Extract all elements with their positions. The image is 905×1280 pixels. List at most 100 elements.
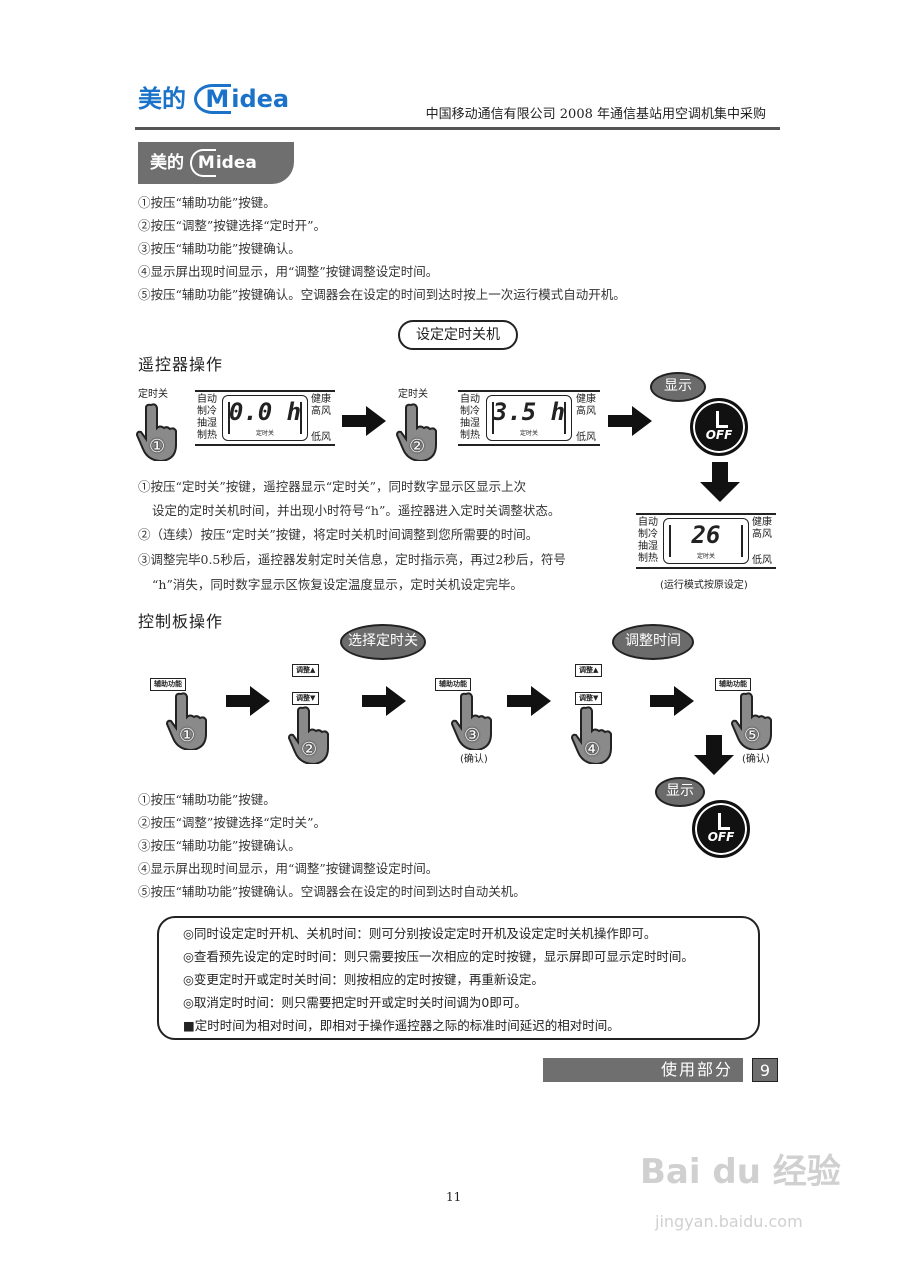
page-number: 11 — [446, 1190, 462, 1204]
fan-label: 健康 — [576, 394, 596, 405]
step-number: ① — [179, 725, 196, 746]
arrow-shape — [226, 686, 270, 716]
arrow-right-icon — [608, 406, 652, 440]
hand-shape — [135, 403, 177, 463]
note-item: ◎取消定时时间：则只需要把定时开或定时关时间调为0即可。 — [183, 995, 527, 1010]
timer-off-icon: OFF — [690, 398, 748, 456]
midea-logo: 美的 Midea — [138, 84, 290, 114]
hand-shape — [730, 692, 772, 752]
step-number: ③ — [464, 725, 481, 746]
note-item: ◎查看预先设定的定时时间：则只需要按压一次相应的定时按键，显示屏即可显示定时时间… — [183, 949, 694, 964]
step-number: ② — [301, 739, 318, 760]
arrow-shape — [608, 406, 652, 436]
mode-label: 抽湿 — [460, 418, 480, 429]
hand-shape — [570, 706, 612, 766]
fan-labels: 健康高风低风 — [311, 394, 333, 444]
mode-label: 自动 — [460, 394, 480, 405]
section-footer: 使用部分 — [543, 1058, 743, 1082]
arrow-shape — [342, 406, 386, 436]
lcd-display: 自动制冷抽湿制热 3.5 h 定时关 健康高风低风 — [458, 390, 600, 446]
step-number: ② — [409, 436, 426, 457]
mode-labels: 自动制冷抽湿制热 — [460, 394, 482, 442]
select-timer-off-bubble: 选择定时关 — [340, 624, 426, 660]
arrow-shape — [362, 686, 406, 716]
lcd-screen: 26 定时关 — [663, 518, 749, 564]
step-number: ④ — [584, 739, 601, 760]
mode-label: 抽湿 — [638, 541, 658, 552]
display-bubble: 显示 — [655, 777, 705, 807]
mode-label: 自动 — [638, 517, 658, 528]
fan-label: 高风 — [576, 406, 596, 417]
panel-step: ②按压“调整”按键选择“定时关”。 — [138, 815, 327, 830]
remote-step: “h”消失，同时数字显示区恢复设定温度显示，定时关机设定完毕。 — [152, 577, 523, 592]
arrow-right-icon — [342, 406, 386, 440]
confirm-label: (确认) — [742, 754, 770, 765]
arrow-down-icon — [694, 735, 734, 779]
arrow-right-icon — [362, 686, 406, 720]
aux-function-key: 辅助功能 — [435, 678, 471, 691]
lcd-caption: 定时关 — [255, 430, 274, 437]
arrow-right-icon — [650, 686, 694, 720]
remote-step: ②（连续）按压“定时关”按键，将定时关机时间调整到您所需要的时间。 — [138, 527, 539, 542]
timer-off-icon: OFF — [692, 800, 750, 858]
panel-step: ④显示屏出现时间显示，用“调整”按键调整设定时间。 — [138, 861, 439, 876]
mode-labels: 自动制冷抽湿制热 — [197, 394, 219, 442]
header-title: 中国移动通信有限公司 2008 年通信基站用空调机集中采购 — [425, 107, 766, 122]
arrow-down-icon — [700, 462, 740, 506]
panel-step: ⑤按压“辅助功能”按键确认。空调器会在设定的时间到达时自动关机。 — [138, 884, 526, 899]
confirm-label: (确认) — [460, 754, 488, 765]
panel-step: ①按压“辅助功能”按键。 — [138, 792, 276, 807]
note-item: ◎同时设定定时开机、关机时间：则可分别按设定定时开机及设定定时关机操作即可。 — [183, 926, 657, 941]
lcd-value: 26 — [691, 521, 721, 549]
mode-label: 制热 — [197, 430, 217, 441]
adjust-time-bubble: 调整时间 — [612, 624, 694, 660]
mode-label: 制热 — [638, 553, 658, 564]
hand-press-icon: ① — [165, 692, 217, 754]
hand-shape — [395, 403, 437, 463]
note-item: ◎变更定时开或定时关时间：则按相应的定时按键，再重新设定。 — [183, 972, 544, 987]
baidu-watermark: Bai du 经验 — [640, 1152, 841, 1192]
panel-heading: 控制板操作 — [138, 612, 224, 631]
adjust-up-key: 调整▲ — [575, 664, 603, 677]
arrow-shape — [700, 462, 740, 502]
fan-labels: 健康高风低风 — [576, 394, 598, 444]
aux-function-key: 辅助功能 — [715, 678, 751, 691]
fan-label: 高风 — [752, 529, 772, 540]
arrow-right-icon — [226, 686, 270, 720]
timer-on-step: ①按压“辅助功能”按键。 — [138, 195, 276, 210]
lcd-caption: 定时关 — [696, 553, 715, 560]
notes-box: ◎同时设定定时开机、关机时间：则可分别按设定定时开机及设定定时关机操作即可。 ◎… — [157, 916, 760, 1040]
arrow-right-icon — [507, 686, 551, 720]
display-bubble: 显示 — [650, 372, 706, 402]
arrow-shape — [650, 686, 694, 716]
remote-step: 设定的定时关机时间，并出现小时符号“h”。遥控器进入定时关调整状态。 — [152, 503, 561, 518]
hand-shape — [450, 692, 492, 752]
hand-shape — [165, 692, 207, 752]
section-title: 设定定时关机 — [398, 320, 518, 350]
arrow-shape — [507, 686, 551, 716]
fan-label: 健康 — [311, 394, 331, 405]
mode-label: 制冷 — [197, 406, 217, 417]
adjust-down-key: 调整▼ — [575, 692, 603, 705]
mode-labels: 自动制冷抽湿制热 — [638, 517, 660, 565]
timer-on-step: ④显示屏出现时间显示，用“调整”按键调整设定时间。 — [138, 264, 439, 279]
remote-heading: 遥控器操作 — [138, 355, 224, 374]
panel-step: ③按压“辅助功能”按键确认。 — [138, 838, 301, 853]
step-number: ⑤ — [744, 725, 761, 746]
lcd-value: 3.5 h — [492, 398, 566, 426]
timer-on-step: ⑤按压“辅助功能”按键确认。空调器会在设定的时间到达时按上一次运行模式自动开机。 — [138, 287, 626, 302]
hand-press-icon: ① — [135, 403, 187, 465]
lcd-screen: 3.5 h 定时关 — [486, 395, 572, 441]
mode-label: 制冷 — [638, 529, 658, 540]
timer-off-button-label: 定时关 — [138, 389, 168, 400]
remote-step: ③调整完毕0.5秒后，遥控器发射定时关信息，定时指示亮，再过2秒后，符号 — [138, 552, 566, 567]
arrow-shape — [694, 735, 734, 775]
mode-label: 抽湿 — [197, 418, 217, 429]
hand-press-icon: ④ — [570, 706, 622, 768]
lcd-caption: 定时关 — [519, 430, 538, 437]
note-item: ■定时时间为相对时间，即相对于操作遥控器之际的标准时间延迟的相对时间。 — [183, 1018, 620, 1033]
step-number: ① — [149, 436, 166, 457]
mode-label: 制热 — [460, 430, 480, 441]
timer-off-button-label: 定时关 — [398, 389, 428, 400]
hand-press-icon: ③ — [450, 692, 502, 754]
